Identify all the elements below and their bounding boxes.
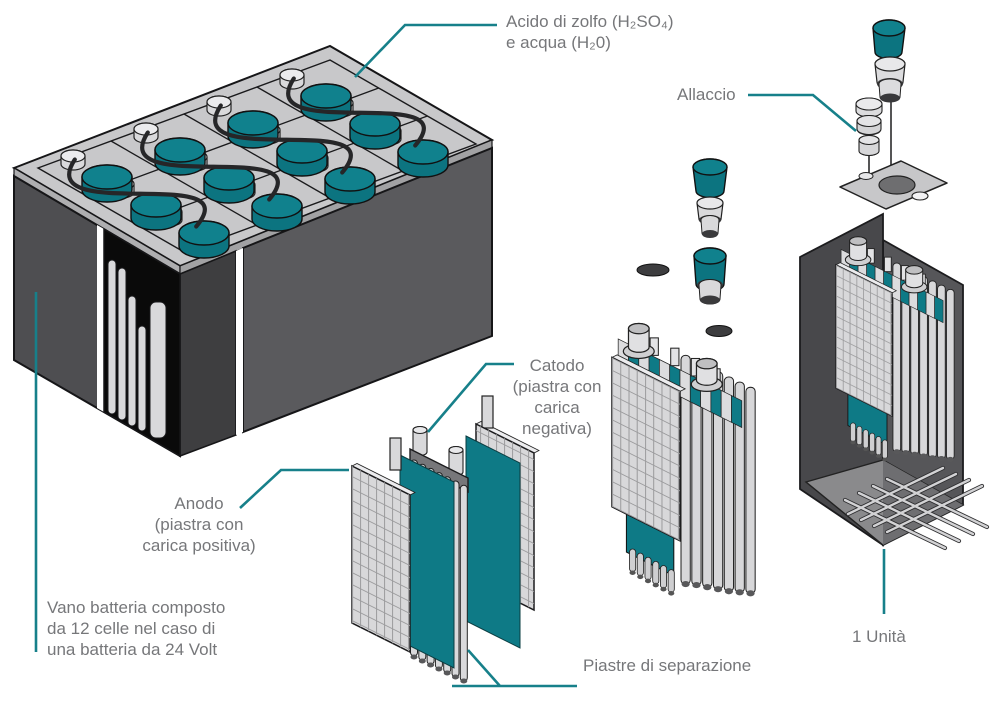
single-unit (799, 19, 990, 551)
catodo-leader-line (427, 362, 514, 433)
label-allaccio: Allaccio (677, 85, 736, 104)
plate-b-lug (481, 395, 494, 429)
internal-plate (127, 295, 137, 427)
gasket-ring (636, 263, 670, 277)
anodo-leader-line (239, 468, 349, 509)
leader-lines (34, 23, 886, 688)
gasket-ring (705, 325, 733, 337)
label-vano: Vano batteria composto da 12 celle nel c… (47, 598, 226, 659)
element-stack-middle (611, 322, 756, 598)
allaccio-leader-line (748, 93, 857, 132)
battery-face-corner (179, 249, 237, 458)
grid-plate-a-pattern (352, 466, 410, 652)
teal-cap-with-base (693, 247, 727, 305)
floor-lattice (842, 465, 990, 551)
teal-cap (872, 19, 906, 60)
vent-plug (874, 56, 906, 103)
label-acido: Acido di zolfo (H₂SO₄) e acqua (H₂0) (506, 12, 674, 52)
cell-cables (67, 76, 426, 229)
label-anodo: Anodo (piastra con carica positiva) (142, 494, 256, 555)
plate-a-lug (389, 437, 402, 471)
battery-face-gap (97, 225, 104, 412)
cable (67, 157, 207, 229)
internal-plate (117, 267, 127, 421)
lid-vent-hole (911, 191, 929, 201)
separator-plate-2 (465, 435, 521, 649)
unit-lid (839, 160, 948, 210)
cable (213, 103, 353, 175)
label-catodo: Catodo (piastra con carica negativa) (512, 356, 602, 438)
label-piastre: Piastre di separazione (583, 656, 752, 675)
lid-terminal-hole (878, 175, 916, 195)
battery-slit-gap (236, 248, 243, 435)
internal-plate (107, 259, 117, 415)
piastre-leader-line (452, 649, 577, 688)
tube (459, 484, 468, 682)
battery-cutaway (103, 227, 181, 458)
label-unita: 1 Unità (852, 627, 906, 646)
cable (286, 76, 426, 148)
plate-group (351, 395, 540, 684)
cell-element-middle (611, 158, 756, 598)
internal-plate (137, 325, 147, 432)
vent-plug (696, 196, 724, 238)
cable (140, 130, 280, 202)
allaccio-parts (855, 97, 883, 157)
acido-leader-line (354, 23, 497, 78)
main-battery (11, 44, 495, 458)
lid-pin-hole (858, 172, 874, 180)
internal-plate (149, 301, 167, 439)
